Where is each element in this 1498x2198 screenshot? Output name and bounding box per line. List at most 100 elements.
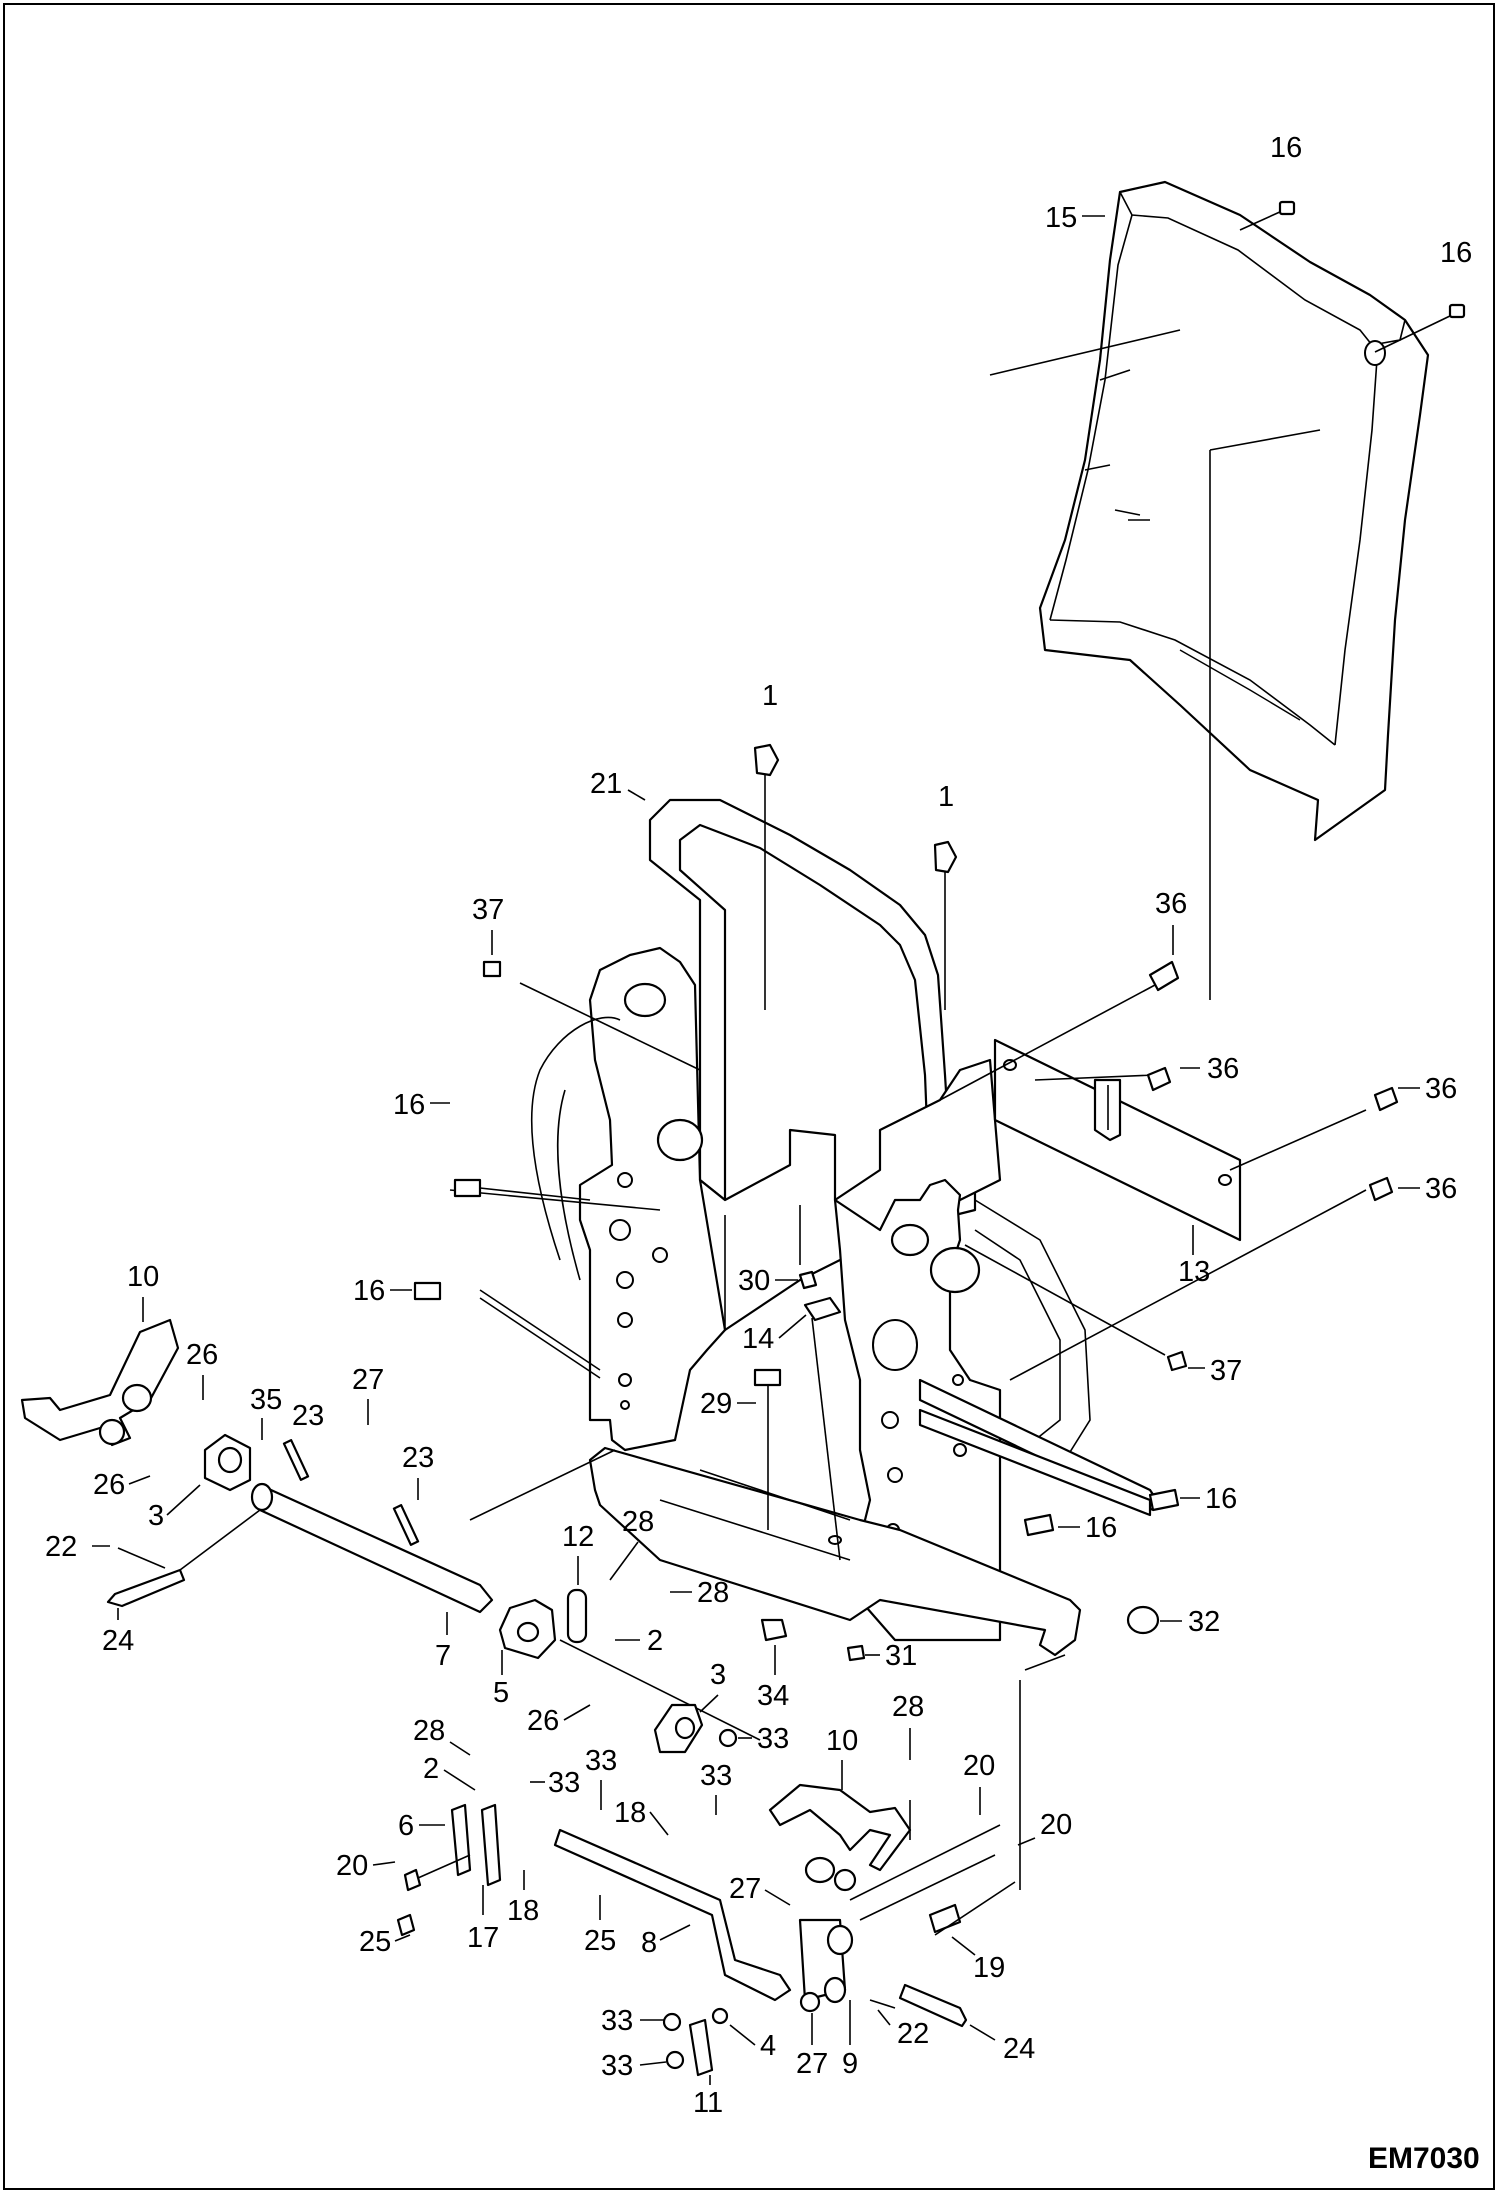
bracket-part-5	[498, 1598, 557, 1660]
callout-26: 26	[527, 1705, 559, 1737]
pedal-part-10-right	[768, 1783, 912, 1892]
bolt-16-right-a	[1148, 1488, 1180, 1512]
seat-frame-left-plate	[530, 946, 727, 1452]
callout-7: 7	[435, 1640, 451, 1672]
seat-cover-part-15	[1038, 180, 1430, 842]
bolt-36-b	[1146, 1066, 1172, 1092]
callout-28: 28	[622, 1506, 654, 1538]
callout-11: 11	[693, 2087, 723, 2119]
callout-3: 3	[148, 1500, 164, 1532]
bolt-36-c	[1373, 1086, 1399, 1112]
bolt-part-20-lower	[396, 1913, 416, 1937]
callout-26: 26	[186, 1339, 218, 1371]
callout-33: 33	[601, 2050, 633, 2082]
bracket-14	[803, 1296, 842, 1561]
callout-2: 2	[647, 1625, 663, 1657]
pin-part-22-left	[117, 1547, 166, 1569]
callout-32: 32	[1188, 1606, 1220, 1638]
nut-part-33-a	[718, 1728, 738, 1748]
callout-34: 34	[757, 1680, 789, 1712]
bolt-16-left-a	[453, 1178, 591, 1201]
callout-36: 36	[1155, 888, 1187, 920]
callout-23: 23	[402, 1442, 434, 1474]
pedal-part-10-left	[20, 1318, 180, 1447]
callout-31: 31	[885, 1640, 917, 1672]
callout-20: 20	[1040, 1809, 1072, 1841]
callout-28: 28	[892, 1691, 924, 1723]
callout-24: 24	[1003, 2033, 1035, 2065]
link-part-6	[450, 1803, 472, 1877]
base-plate	[588, 1446, 1082, 1657]
callout-4: 4	[760, 2030, 776, 2062]
bolt-36-a	[1148, 960, 1180, 992]
callout-22: 22	[897, 2018, 929, 2050]
callout-27: 27	[352, 1364, 384, 1396]
bolt-29	[753, 1368, 782, 1530]
link-part-11	[688, 2018, 714, 2077]
callout-27: 27	[729, 1873, 761, 1905]
callout-1: 1	[938, 781, 954, 813]
callout-16: 16	[393, 1089, 425, 1121]
bolt-37-a	[482, 960, 502, 978]
callout-18: 18	[614, 1797, 646, 1829]
callout-36: 36	[1425, 1173, 1457, 1205]
clip-part-1-b	[933, 840, 958, 1010]
screw-30	[798, 1270, 818, 1290]
callout-16: 16	[353, 1275, 385, 1307]
callout-10: 10	[127, 1261, 159, 1293]
bolt-36-d	[1368, 1176, 1394, 1202]
callout-33: 33	[585, 1745, 617, 1777]
callout-36: 36	[1207, 1053, 1239, 1085]
callout-16: 16	[1440, 237, 1472, 269]
bolt-part-24-left	[106, 1568, 186, 1608]
callout-12: 12	[562, 1521, 594, 1553]
callout-6: 6	[398, 1810, 414, 1842]
callout-16: 16	[1270, 132, 1302, 164]
callout-33: 33	[601, 2005, 633, 2037]
figure-code: EM7030	[1368, 2142, 1480, 2175]
callout-9: 9	[842, 2048, 858, 2080]
callout-33: 33	[757, 1723, 789, 1755]
nut-34	[760, 1618, 788, 1642]
callout-28: 28	[697, 1577, 729, 1609]
callout-14: 14	[742, 1323, 774, 1355]
callout-18: 18	[507, 1895, 539, 1927]
bolt-16-top-b	[1374, 303, 1466, 353]
callout-3: 3	[710, 1659, 726, 1691]
callout-20: 20	[336, 1850, 368, 1882]
callout-16: 16	[1205, 1483, 1237, 1515]
callout-8: 8	[641, 1927, 657, 1959]
leader	[989, 329, 1181, 376]
callout-16: 16	[1085, 1512, 1117, 1544]
bolt-16-right-b	[1023, 1513, 1055, 1537]
callout-24: 24	[102, 1625, 134, 1657]
bolt-16-left-b	[413, 1281, 442, 1301]
pin-part-22-right	[869, 1999, 896, 2009]
callout-25: 25	[584, 1925, 616, 1957]
callout-37: 37	[472, 894, 504, 926]
bolt-37-b	[1166, 1350, 1188, 1372]
pin-part-23	[282, 1439, 420, 1546]
callout-20: 20	[963, 1750, 995, 1782]
callout-36: 36	[1425, 1073, 1457, 1105]
rod-16-a	[449, 1189, 661, 1379]
callout-2: 2	[423, 1753, 439, 1785]
callout-22: 22	[45, 1531, 77, 1563]
callout-30: 30	[738, 1265, 770, 1297]
callout-27: 27	[796, 2048, 828, 2080]
callout-28: 28	[413, 1715, 445, 1747]
clip-part-1-a	[753, 743, 780, 1010]
shaft-part-9	[798, 1918, 854, 2004]
callout-23: 23	[292, 1400, 324, 1432]
rod-16-b	[918, 1378, 1162, 1517]
callout-labels: 16 15 16 1 21 1 37 36 36 36 36 16 13 10 …	[45, 132, 1472, 2119]
washer-part-27-right	[799, 1991, 821, 2013]
callout-26: 26	[93, 1469, 125, 1501]
callout-1: 1	[762, 680, 778, 712]
bolt-part-20-left	[403, 1854, 471, 1892]
shaft-part-7	[250, 1482, 494, 1614]
nut-31	[846, 1644, 866, 1662]
callout-13: 13	[1178, 1256, 1210, 1288]
